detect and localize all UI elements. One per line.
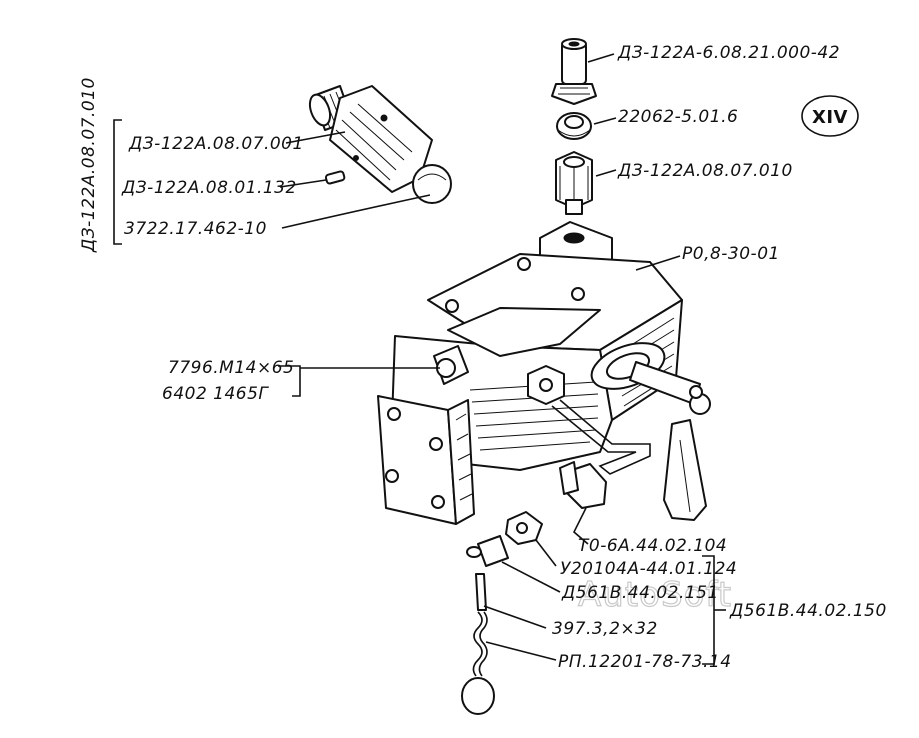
label-ball: 3722.17.462-10 <box>124 219 267 239</box>
sheet-number-badge: XIV <box>801 95 859 137</box>
label-drain-plug: Д561В.44.02.151 <box>561 583 719 603</box>
main-housing <box>377 221 711 715</box>
label-bolt: 7796.М14×65 <box>168 358 294 378</box>
label-nipple-top: ДЗ-122А-6.08.21.000-42 <box>617 43 840 63</box>
label-bolt2: 6402 1465Г <box>162 384 269 404</box>
top-fitting-stack <box>551 38 597 215</box>
label-union-nut: ДЗ-122А.08.07.010 <box>617 161 793 181</box>
label-drain-assembly: Д561В.44.02.150 <box>729 601 887 621</box>
assembly-vertical-group: ДЗ-122А.08.07.010 <box>79 77 122 253</box>
label-washer-top: 22062-5.01.6 <box>618 107 738 127</box>
label-pin: ДЗ-122А.08.01.132 <box>121 178 297 198</box>
label-plug: Р0,8-30-01 <box>682 244 780 264</box>
label-body: ДЗ-122А.08.07.001 <box>128 134 304 154</box>
label-grease-fitting: У20104А-44.01.124 <box>560 559 737 579</box>
sheet-number: XIV <box>812 107 848 128</box>
label-elbow: Т0-6А.44.02.104 <box>578 536 727 556</box>
label-cotter-pin: 397.3,2×32 <box>552 619 658 639</box>
label-chain: РП.12201-78-73.14 <box>558 652 732 672</box>
valve-body-part <box>308 85 452 204</box>
label-assembly-vertical: ДЗ-122А.08.07.010 <box>79 77 99 253</box>
watermark-text: AutoSoft <box>578 575 732 615</box>
